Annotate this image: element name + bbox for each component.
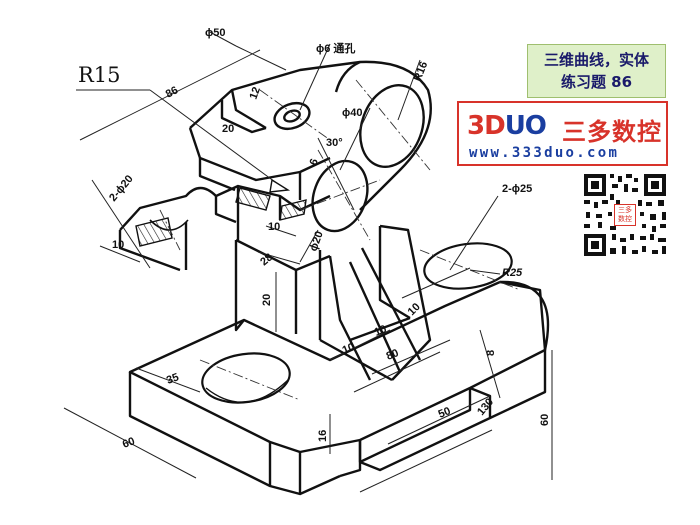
qr-code xyxy=(582,172,668,258)
dim-d86: 86 xyxy=(164,84,180,100)
dim-d6-hole: ϕ6 通孔 xyxy=(316,42,355,55)
dim-d10-b: 10 xyxy=(373,323,389,339)
dim-r25: R25 xyxy=(502,267,523,279)
dimension-lines xyxy=(63,31,553,493)
brand-url: www.333duo.com xyxy=(469,145,620,161)
upper-arm xyxy=(188,60,432,233)
brand-logo: 3DUO xyxy=(467,111,547,141)
dim-d60-right: 60 xyxy=(539,414,551,426)
dim-d20-phi: ϕ20 xyxy=(308,230,326,253)
dim-d50: ϕ50 xyxy=(205,27,225,39)
exercise-title-line2: 练习题 86 xyxy=(560,73,633,91)
dim-r16: R16 xyxy=(412,60,431,83)
dim-d20-top: 20 xyxy=(222,123,234,135)
left-fork xyxy=(118,184,331,272)
dim-d80: 80 xyxy=(385,347,401,363)
dim-r15: R15 xyxy=(78,63,121,87)
dim-d40: ϕ40 xyxy=(342,107,362,119)
dim-d16: 16 xyxy=(317,430,329,442)
hatch-sections xyxy=(135,187,307,247)
brand-logo-part1: 3D xyxy=(467,111,506,141)
dim-d10-left: 10 xyxy=(112,239,124,251)
dim-d35: 35 xyxy=(165,371,181,386)
brand-logo-part2: UO xyxy=(504,111,547,141)
brand-box: 3DUO 三多数控 www.333duo.com xyxy=(457,101,668,166)
dim-2phi20: 2-ϕ20 xyxy=(107,173,136,204)
dim-d6: 6 xyxy=(308,157,321,167)
base-hole xyxy=(201,352,291,404)
exercise-title-line1: 三维曲线，实体 xyxy=(543,51,649,69)
r15-arrow xyxy=(269,178,291,193)
support-block xyxy=(234,224,432,382)
dim-d10-mid: 10 xyxy=(268,221,280,233)
dim-d28: 28 xyxy=(258,251,275,268)
brand-name: 三多数控 xyxy=(562,118,662,146)
exercise-title-box: 三维曲线，实体 练习题 86 xyxy=(527,44,666,98)
dim-d12: 12 xyxy=(248,85,263,101)
dim-d10-a: 10 xyxy=(341,341,357,357)
dim-d130: 130 xyxy=(475,396,496,418)
center-lines xyxy=(159,79,521,401)
dim-2phi25: 2-ϕ25 xyxy=(502,183,532,195)
dim-d50-bottom: 50 xyxy=(437,405,453,421)
qr-badge: 三多数控 xyxy=(614,204,636,226)
dim-d20-vert: 20 xyxy=(261,294,273,306)
dim-d8: 8 xyxy=(485,350,497,356)
dim-a30: 30° xyxy=(326,137,343,149)
base-plate xyxy=(128,280,550,496)
dim-d60-left: 60 xyxy=(121,435,137,450)
right-boss xyxy=(423,242,513,290)
